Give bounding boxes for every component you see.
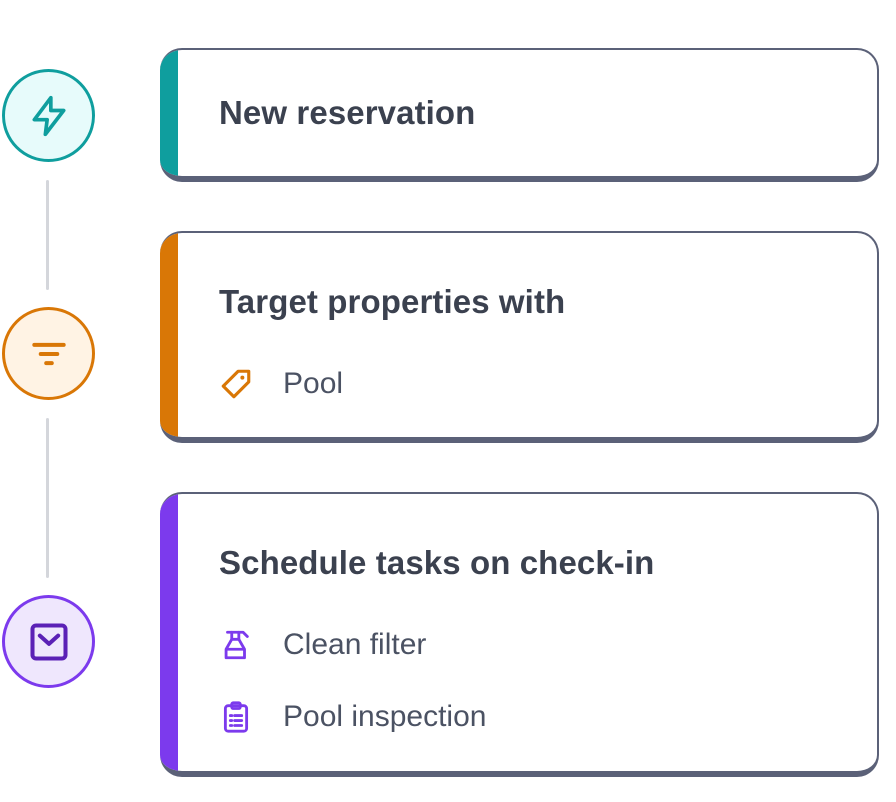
card-title: New reservation [219,94,476,131]
task-item[interactable]: Clean filter [219,625,426,665]
item-label: Pool inspection [283,700,487,733]
action-step-icon [2,595,95,688]
filter-card[interactable]: Target properties with Pool [160,231,879,443]
card-accent-stripe [160,494,178,771]
item-label: Clean filter [283,628,427,661]
trigger-card[interactable]: New reservation [160,48,879,182]
filter-icon [31,342,66,365]
timeline-connector [46,180,49,290]
checkbox-icon [29,622,68,661]
tag-icon [221,369,251,399]
card-accent-stripe [160,50,178,176]
filter-tag-item[interactable]: Pool [219,364,343,404]
card-title: Schedule tasks on check-in [219,544,655,581]
task-item[interactable]: Pool inspection [219,697,486,737]
lightning-bolt-icon [32,95,65,136]
card-title: Target properties with [219,283,566,320]
filter-step-icon [2,307,95,400]
timeline-connector [46,418,49,578]
trigger-step-icon [2,69,95,162]
clipboard-list-icon [223,701,249,733]
card-accent-stripe [160,233,178,437]
spray-bottle-icon [224,630,249,660]
tasks-card[interactable]: Schedule tasks on check-in Clean filter … [160,492,879,777]
item-label: Pool [283,367,344,400]
